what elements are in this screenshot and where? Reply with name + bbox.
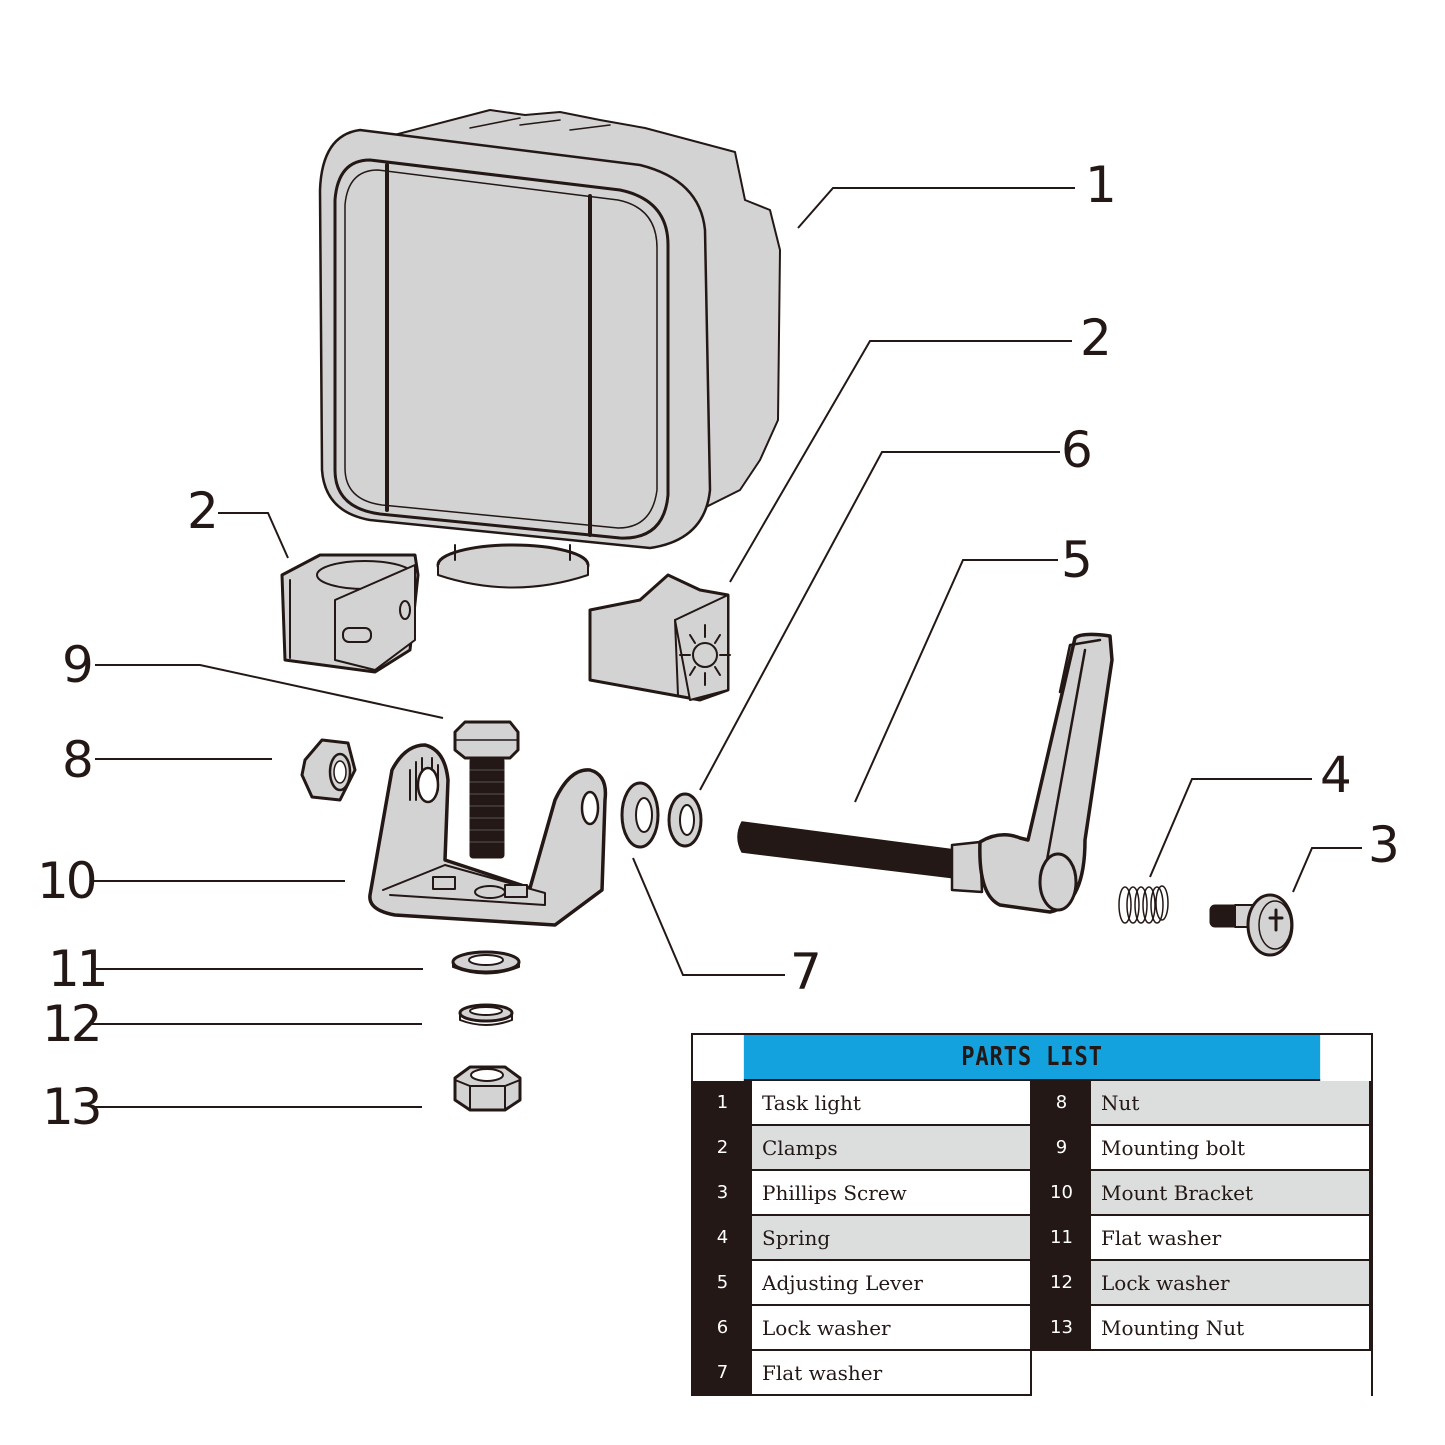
- part-number: 7: [693, 1351, 752, 1394]
- callout-8: 8: [62, 731, 94, 789]
- mount-bracket-part: [368, 743, 608, 927]
- leader-line-2-left: [218, 512, 289, 559]
- leader-line-5: [854, 559, 1058, 803]
- nut-part: [300, 738, 357, 802]
- leader-line-7: [632, 857, 785, 976]
- part-name: Phillips Screw: [752, 1171, 1032, 1214]
- adjusting-lever-part: [737, 632, 1114, 914]
- part-number: 12: [1032, 1261, 1091, 1304]
- callout-12: 12: [42, 995, 103, 1053]
- part-name: Lock washer: [1091, 1261, 1371, 1304]
- callout-6: 6: [1061, 421, 1093, 479]
- part-name: Mount Bracket: [1091, 1171, 1371, 1214]
- clamp-left-part: [280, 553, 420, 674]
- part-number: 9: [1032, 1126, 1091, 1169]
- part-number: 10: [1032, 1171, 1091, 1214]
- clamp-right-part: [588, 573, 731, 702]
- flat-washer-11-part: [451, 950, 521, 975]
- phillips-screw-part: [1209, 893, 1294, 957]
- callout-9: 9: [62, 636, 94, 694]
- part-number: 13: [1032, 1306, 1091, 1349]
- part-name: Spring: [752, 1216, 1032, 1259]
- callout-10: 10: [37, 852, 98, 910]
- callout-1: 1: [1085, 156, 1117, 214]
- part-name: Adjusting Lever: [752, 1261, 1032, 1304]
- flat-washer-7-part: [620, 781, 660, 849]
- part-number: 1: [693, 1081, 752, 1124]
- part-name: Flat washer: [752, 1351, 1032, 1394]
- part-name: Nut: [1091, 1081, 1371, 1124]
- callout-2-right: 2: [1080, 309, 1112, 367]
- parts-list-title: PARTS LIST: [743, 1035, 1321, 1081]
- part-name: Flat washer: [1091, 1216, 1371, 1259]
- leader-lines: [92, 187, 1362, 1108]
- callout-11: 11: [48, 940, 109, 998]
- spring-part: [1118, 885, 1169, 924]
- leader-line-2-right: [729, 340, 1072, 583]
- part-number: 3: [693, 1171, 752, 1214]
- part-name: Clamps: [752, 1126, 1032, 1169]
- callout-4: 4: [1320, 746, 1352, 804]
- callout-2-left: 2: [187, 482, 219, 540]
- part-name: Lock washer: [752, 1306, 1032, 1349]
- part-name: Task light: [752, 1081, 1032, 1124]
- leader-line-9: [95, 664, 444, 719]
- mounting-bolt-part: [453, 720, 520, 859]
- leader-line-6: [699, 451, 1060, 791]
- part-number: 6: [693, 1306, 752, 1349]
- callout-7: 7: [790, 943, 822, 1001]
- part-name: Mounting bolt: [1091, 1126, 1371, 1169]
- mounting-nut-part: [453, 1065, 522, 1112]
- part-number: 4: [693, 1216, 752, 1259]
- lock-washer-6-part: [667, 792, 703, 848]
- task-light-part: [318, 109, 781, 589]
- leader-line-3: [1292, 847, 1362, 893]
- lock-washer-12-part: [458, 1003, 514, 1026]
- callout-5: 5: [1061, 531, 1093, 589]
- part-number: 11: [1032, 1216, 1091, 1259]
- part-number: 5: [693, 1261, 752, 1304]
- part-number: 8: [1032, 1081, 1091, 1124]
- leader-line-4: [1149, 778, 1312, 878]
- part-name: Mounting Nut: [1091, 1306, 1371, 1349]
- callout-3: 3: [1368, 816, 1400, 874]
- part-number: 2: [693, 1126, 752, 1169]
- leader-line-1: [797, 187, 1075, 229]
- callout-13: 13: [42, 1078, 103, 1136]
